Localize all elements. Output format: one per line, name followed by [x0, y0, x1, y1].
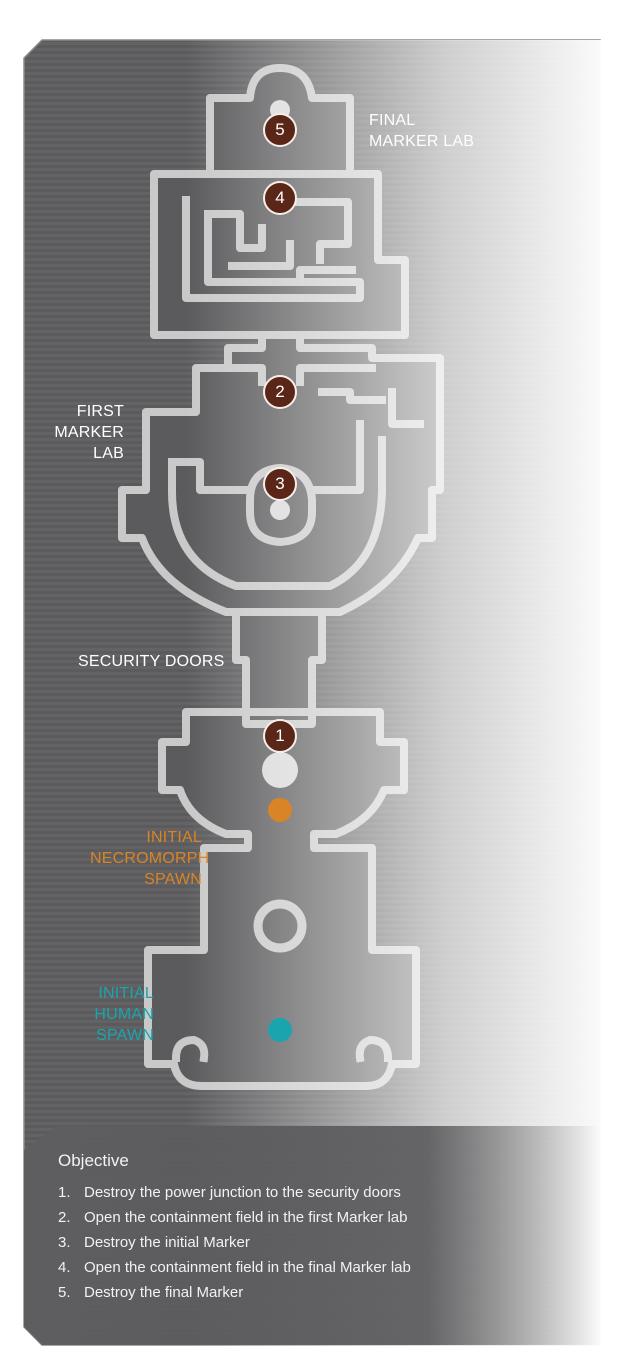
- necromorph-spawn-dot: [268, 798, 292, 822]
- objective-item: 2.Open the containment field in the firs…: [58, 1209, 408, 1226]
- marker-3[interactable]: 3: [263, 467, 297, 501]
- human-spawn-dot: [268, 1018, 292, 1042]
- objective-item: 5.Destroy the final Marker: [58, 1284, 244, 1301]
- label-final-marker-lab: FINAL MARKER LAB: [369, 112, 475, 150]
- marker-4[interactable]: 4: [263, 181, 297, 215]
- objective-title: Objective: [58, 1151, 129, 1170]
- objective-panel-bg: [24, 1126, 600, 1345]
- marker-1[interactable]: 1: [263, 719, 297, 753]
- label-necromorph-spawn: INITIAL NECROMORPH SPAWN: [90, 829, 210, 888]
- label-security-doors: SECURITY DOORS: [78, 653, 225, 670]
- objective-item: 3.Destroy the initial Marker: [58, 1234, 250, 1251]
- objective-item: 1.Destroy the power junction to the secu…: [58, 1184, 401, 1201]
- label-first-marker-lab: FIRST MARKER LAB: [54, 403, 124, 462]
- marker-5[interactable]: 5: [263, 113, 297, 147]
- objective-item: 4.Open the containment field in the fina…: [58, 1259, 411, 1276]
- label-human-spawn: INITIAL HUMAN SPAWN: [94, 985, 154, 1044]
- marker-2[interactable]: 2: [263, 375, 297, 409]
- objective-list: 1.Destroy the power junction to the secu…: [58, 1180, 411, 1305]
